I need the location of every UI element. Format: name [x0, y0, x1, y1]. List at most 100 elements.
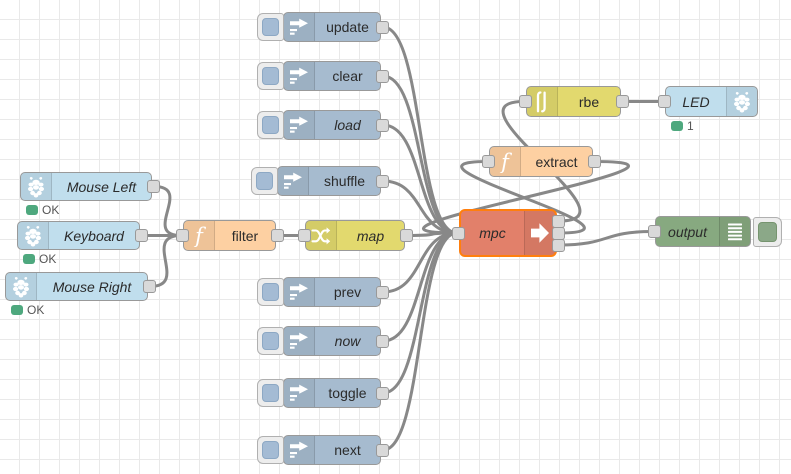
inject-button-knob — [262, 332, 279, 350]
input-port-output[interactable] — [648, 225, 661, 238]
output-port-filter-0[interactable] — [271, 229, 284, 242]
inject-button-toggle[interactable] — [257, 379, 284, 407]
debug-button-output[interactable] — [753, 216, 782, 247]
inject-arrow-icon — [284, 278, 315, 306]
status-text: OK — [27, 303, 45, 317]
wire-clear-to-mpc[interactable] — [381, 74, 459, 235]
inject-button-load[interactable] — [257, 111, 284, 139]
raspberry-pi-icon — [726, 87, 757, 116]
output-port-map-0[interactable] — [400, 229, 413, 242]
status-dot-icon — [26, 205, 38, 215]
output-port-toggle-0[interactable] — [376, 386, 389, 400]
node-mouse-left[interactable]: Mouse Left — [20, 172, 152, 201]
svg-text:f: f — [499, 151, 512, 173]
debug-button-knob — [758, 221, 777, 242]
input-port-filter[interactable] — [176, 229, 189, 242]
output-port-mouse-right-0[interactable] — [143, 280, 156, 293]
status-mouse-right: OK — [11, 304, 44, 316]
inject-button-knob — [262, 67, 279, 85]
status-dot-icon — [671, 121, 683, 131]
output-port-next-0[interactable] — [376, 443, 389, 457]
wire-toggle-to-mpc[interactable] — [381, 231, 459, 395]
inject-button-clear[interactable] — [257, 62, 284, 90]
inject-button-knob — [262, 18, 279, 36]
inject-button-knob — [256, 172, 273, 190]
output-port-mpc-0[interactable] — [552, 214, 565, 228]
subflow-arrow-icon — [524, 211, 555, 255]
inject-button-prev[interactable] — [257, 278, 284, 306]
node-label-clear: clear — [332, 68, 363, 84]
wire-update-to-mpc[interactable] — [381, 25, 459, 235]
node-load[interactable]: load — [283, 110, 381, 140]
wire-mouse-left-to-filter[interactable] — [152, 185, 183, 237]
node-mouse-right[interactable]: Mouse Right — [5, 272, 148, 301]
node-mpc[interactable]: mpc — [459, 209, 557, 257]
status-led: 1 — [671, 120, 694, 132]
input-port-rbe[interactable] — [519, 95, 532, 108]
output-port-clear-0[interactable] — [376, 69, 389, 83]
node-label-extract: extract — [535, 153, 578, 170]
node-toggle[interactable]: toggle — [283, 378, 381, 408]
wire-load-to-mpc[interactable] — [381, 123, 459, 235]
status-mouse-left: OK — [26, 204, 59, 216]
node-label-shuffle: shuffle — [324, 173, 365, 189]
node-label-prev: prev — [333, 284, 362, 300]
output-port-keyboard-0[interactable] — [135, 229, 148, 242]
wire-map-to-mpc[interactable] — [405, 231, 459, 237]
output-port-now-0[interactable] — [376, 334, 389, 348]
output-port-mpc-2[interactable] — [552, 238, 565, 252]
output-port-mpc-1[interactable] — [552, 226, 565, 240]
node-extract[interactable]: f extract — [489, 146, 593, 177]
step-function-icon — [527, 87, 558, 116]
node-next[interactable]: next — [283, 435, 381, 465]
node-label-toggle: toggle — [328, 385, 367, 401]
output-port-mouse-left-0[interactable] — [147, 180, 160, 193]
node-prev[interactable]: prev — [283, 277, 381, 307]
inject-button-update[interactable] — [257, 13, 284, 41]
input-port-mpc[interactable] — [452, 226, 465, 240]
input-port-led[interactable] — [658, 95, 671, 108]
wire-next-to-mpc[interactable] — [381, 231, 459, 452]
node-label-rbe: rbe — [578, 93, 600, 110]
node-output[interactable]: output — [655, 216, 751, 247]
output-port-prev-0[interactable] — [376, 285, 389, 299]
node-label-keyboard: Keyboard — [64, 227, 124, 244]
node-now[interactable]: now — [283, 326, 381, 356]
inject-arrow-icon — [278, 167, 309, 195]
raspberry-pi-icon — [21, 173, 52, 200]
node-keyboard[interactable]: Keyboard — [17, 221, 140, 250]
node-update[interactable]: update — [283, 12, 381, 42]
inject-button-next[interactable] — [257, 436, 284, 464]
shuffle-icon — [306, 221, 337, 250]
node-label-filter: filter — [231, 227, 259, 244]
output-port-extract-0[interactable] — [588, 155, 601, 168]
inject-button-knob — [262, 441, 279, 459]
inject-button-shuffle[interactable] — [251, 167, 278, 195]
output-port-rbe-0[interactable] — [616, 95, 629, 108]
node-shuffle[interactable]: shuffle — [277, 166, 381, 196]
inject-arrow-icon — [284, 436, 315, 464]
inject-button-knob — [262, 283, 279, 301]
node-clear[interactable]: clear — [283, 61, 381, 91]
status-text: OK — [39, 252, 57, 266]
wire-mouse-right-to-filter[interactable] — [148, 234, 183, 288]
raspberry-pi-icon — [6, 273, 37, 300]
status-text: OK — [42, 203, 60, 217]
node-map[interactable]: map — [305, 220, 405, 251]
inject-button-knob — [262, 384, 279, 402]
inject-arrow-icon — [284, 327, 315, 355]
output-port-shuffle-0[interactable] — [376, 174, 389, 188]
inject-button-now[interactable] — [257, 327, 284, 355]
node-label-now: now — [334, 333, 361, 349]
node-rbe[interactable]: rbe — [526, 86, 621, 117]
wire-mpc-to-output[interactable] — [557, 230, 655, 247]
input-port-map[interactable] — [298, 229, 311, 242]
output-port-update-0[interactable] — [376, 20, 389, 34]
node-label-update: update — [326, 19, 369, 35]
node-led[interactable]: LED — [665, 86, 758, 117]
input-port-extract[interactable] — [482, 155, 495, 168]
inject-arrow-icon — [284, 13, 315, 41]
output-port-load-0[interactable] — [376, 118, 389, 132]
